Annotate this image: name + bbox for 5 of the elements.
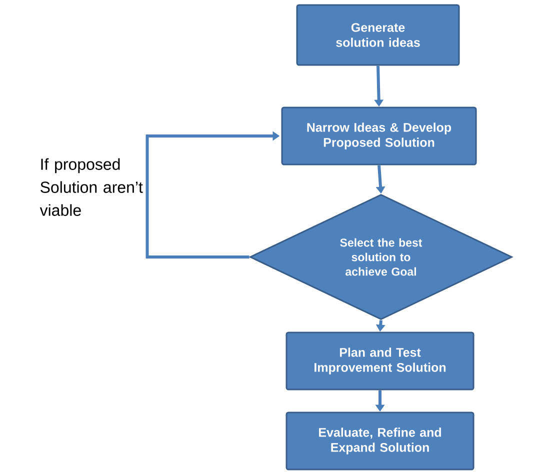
- process-box: Generate solution ideas: [296, 4, 460, 66]
- process-box: Narrow Ideas & Develop Proposed Solution: [281, 106, 477, 166]
- process-box: Plan and Test Improvement Solution: [286, 332, 474, 390]
- edge-label: If proposed Solution aren’t viable: [40, 158, 143, 216]
- process-box: Evaluate, Refine and Expand Solution: [286, 412, 474, 470]
